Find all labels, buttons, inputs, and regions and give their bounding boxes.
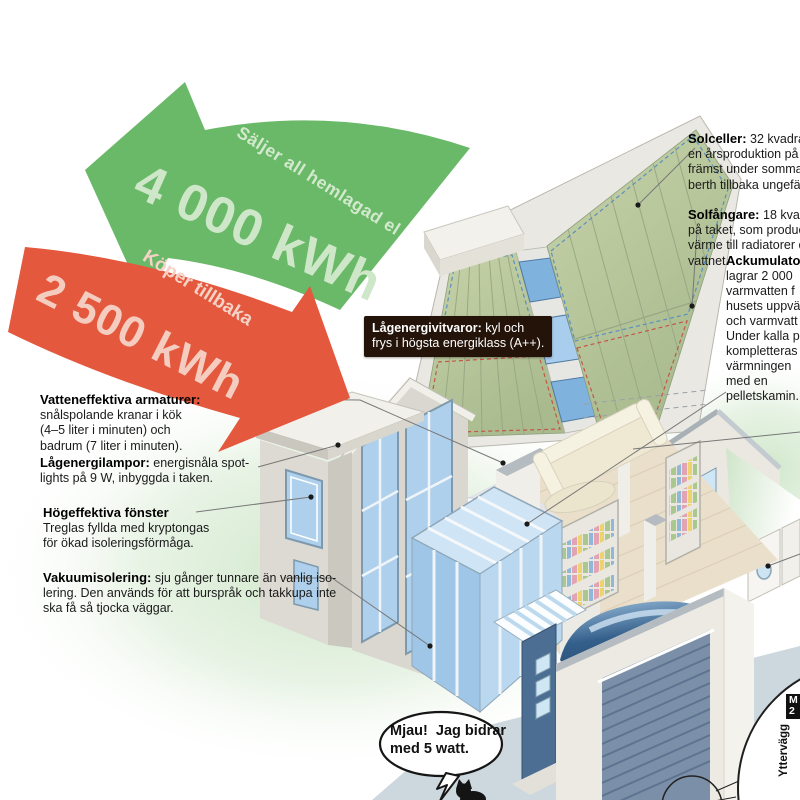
coffee-table	[544, 480, 616, 514]
front-gable	[336, 376, 477, 690]
washing-machine	[747, 518, 800, 603]
callout-fonster: Högeffektiva fönster Treglas fyllda med …	[43, 505, 210, 551]
right-wing	[583, 389, 800, 603]
bookshelf	[553, 498, 619, 626]
garage-door	[602, 630, 710, 800]
callout-lampor: Lågenergilampor: energisnåla spot- light…	[40, 455, 250, 486]
window	[361, 424, 399, 644]
callout-vitvaror: Lågenergivitvaror: kyl och frys i högsta…	[364, 316, 553, 357]
conservatory	[410, 486, 564, 714]
interior-cutaway	[452, 398, 778, 668]
grass-strip	[600, 772, 742, 800]
window	[285, 468, 323, 550]
callout-solfangare: Solfångare: 18 kvadrat på taket, som pro…	[688, 207, 800, 268]
awning	[493, 589, 587, 643]
sell-arrow-value: 4 000 kWh	[126, 152, 391, 314]
bath-fixture	[457, 497, 483, 513]
roof-cap	[423, 205, 525, 276]
accumulator-tank	[508, 507, 546, 547]
garage	[556, 588, 754, 800]
sofa	[532, 398, 668, 499]
cat-icon	[456, 779, 486, 800]
wall-detail-circle	[737, 678, 800, 800]
window	[659, 446, 687, 528]
buy-arrow-value: 2 500 kWh	[29, 264, 252, 410]
entrance	[493, 589, 587, 795]
callout-solceller: Solceller: 32 kvadratm en årsproduktion …	[688, 131, 800, 192]
speech-bubble-text: Mjau! Jag bidrar med 5 watt.	[390, 723, 507, 757]
window	[405, 398, 453, 656]
callout-vakuum: Vakuumisolering: sju gånger tunnare än v…	[43, 570, 337, 616]
front-door	[521, 623, 557, 785]
car	[560, 601, 752, 690]
callout-ackumulator: Ackumulator lagrar 2 000 varmvatten f hu…	[726, 253, 800, 403]
wall-section-label: Yttervägg	[778, 723, 790, 777]
callout-armaturer: Vatteneffektiva armaturer: snålspolande …	[40, 392, 201, 453]
window	[697, 467, 717, 535]
grass-strip-2	[744, 742, 800, 800]
bookshelf	[665, 439, 701, 566]
loft-kitchen	[520, 140, 700, 280]
